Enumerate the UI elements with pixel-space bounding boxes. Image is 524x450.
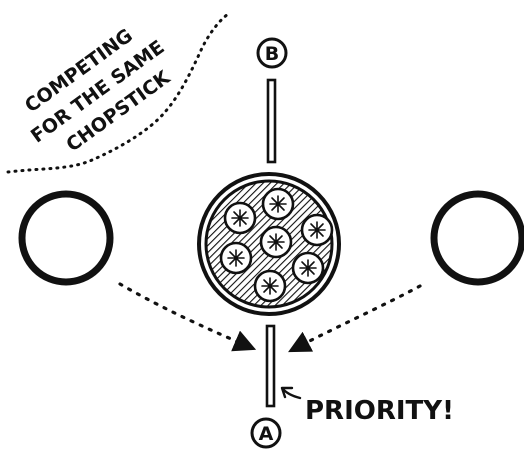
food-bowl <box>199 174 339 314</box>
chopstick-b-label: B <box>265 43 279 65</box>
philosopher-right <box>434 194 522 282</box>
priority-pointer <box>282 388 300 398</box>
chopstick-b <box>268 80 275 162</box>
chopstick-a-label: A <box>259 423 274 445</box>
priority-label: PRIORITY! <box>305 396 454 426</box>
philosopher-left <box>22 194 110 282</box>
chopstick-a <box>267 326 274 406</box>
caption: COMPETING FOR THE SAME CHOPSTICK <box>10 13 185 170</box>
